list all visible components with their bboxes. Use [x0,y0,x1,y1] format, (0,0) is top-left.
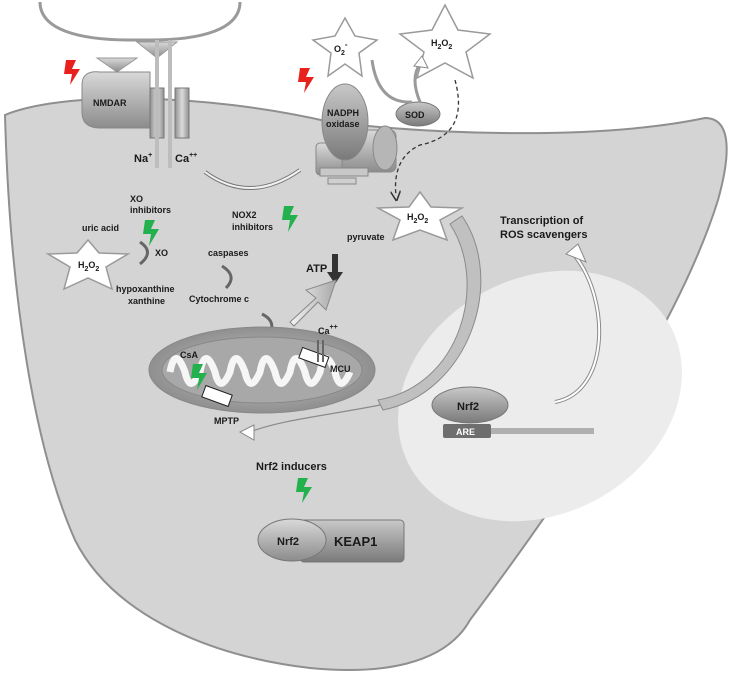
nrf2-complex-label: Nrf2 [277,536,299,548]
transcription-label-1: Transcription of [500,215,583,227]
nrf2-nuclear [431,386,509,424]
xanthine-label: xanthine [128,296,165,306]
xo-inhibitors-label-1: XO [130,194,143,204]
transcription-label-2: ROS scavengers [500,229,587,241]
xo-label: XO [155,248,168,258]
nmdar-channel-right [174,87,190,139]
mptp-label: MPTP [214,416,239,426]
are-element [443,424,491,438]
nadph-oxidase [315,83,398,185]
h2o2-diffusion-arrow [396,79,460,196]
uric-acid-label: uric acid [82,223,119,233]
inhibitor-bolt-icon [296,478,312,503]
atp-down-arrow [327,254,343,284]
h2o2-left-label: H2O2 [78,260,99,273]
nox2-inhibitors-label-1: NOX2 [232,210,257,220]
stimulus-bolt-icon [64,60,80,85]
caspase-arrow [221,264,233,290]
cytochrome-label: Cytochrome c [189,294,249,304]
ca-mito-label: Ca++ [318,324,338,336]
caspases-label: caspases [208,248,249,258]
xo-reaction-arrow [139,240,149,266]
nox2-inhibitors-label-2: inhibitors [232,222,273,232]
oxidase-label: oxidase [326,119,360,129]
sod-conversion-arrow [370,59,413,104]
h2o2-top-label: H2O2 [431,38,452,51]
dna-strand [444,428,594,434]
nadph-label: NADPH [327,108,359,118]
h2o2-star-mid-icon [375,190,465,242]
mcu-label: MCU [330,364,351,374]
atp-production-arrow [289,279,337,327]
stimulus-bolt-icon [298,68,314,93]
sod-label: SOD [405,110,425,120]
mptp-channel [201,384,233,408]
glutamate-triangle-1 [95,57,139,73]
h2o2-mid-label: H2O2 [407,212,428,225]
pyruvate-label: pyruvate [347,232,385,242]
are-label: ARE [456,427,475,437]
hypoxanthine-label: hypoxanthine [116,284,175,294]
superoxide-star-icon [311,16,379,78]
csa-label: CsA [180,350,199,360]
na-label: Na+ [134,152,152,165]
ca-label: Ca++ [175,152,197,165]
arrowhead-icon [565,243,587,263]
mcu-channel [298,346,330,369]
h2o2-star-left-icon [45,238,131,291]
h2o2-to-keap1-arrow-band [377,215,482,411]
nmdar-label: NMDAR [93,98,127,108]
arrowhead-icon [413,55,429,69]
inhibitor-bolt-icon [143,220,159,246]
nrf2-nuclear-label: Nrf2 [457,401,479,413]
arrowhead-icon [238,424,255,441]
nrf2-inducers-label: Nrf2 inducers [256,461,327,473]
presynaptic-terminal [38,1,242,42]
nrf2-cytoplasmic [257,518,327,562]
atp-label: ATP [306,263,327,275]
keap1-label: KEAP1 [334,534,377,549]
xo-inhibitors-label-2: inhibitors [130,205,171,215]
sod-enzyme [395,101,441,127]
superoxide-label: O2- [334,40,348,57]
inhibitor-bolt-icon [282,206,298,232]
inhibitor-bolt-icon [191,364,207,390]
ca-to-nadph-arrow-inner [204,169,301,189]
transcription-arrow-inner [554,255,601,403]
